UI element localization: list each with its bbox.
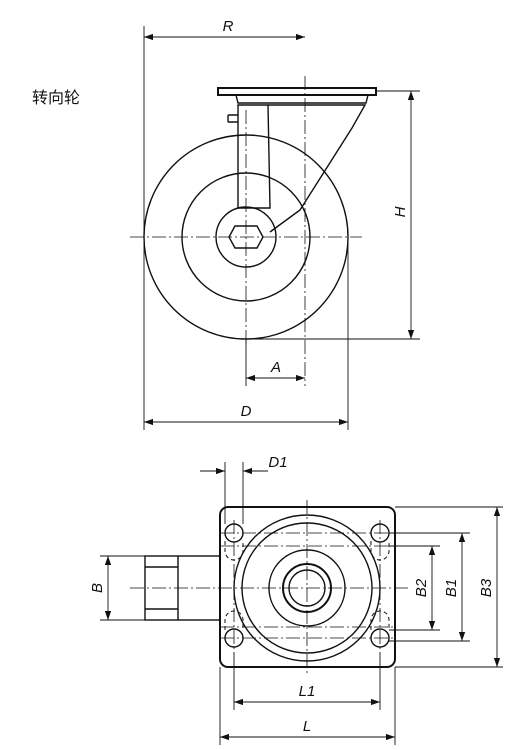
dim-h-label: H [392,206,409,217]
dim-d-label: D [241,403,252,420]
swivel-ring [235,94,369,104]
brake-tab [227,114,238,123]
fork-body [268,104,367,233]
dim-b1-label: B1 [443,579,460,597]
dim-b2-label: B2 [413,578,430,597]
dim-l-label: L [303,718,311,735]
top-view: D1 B B2 B1 B3 L1 L [89,454,503,745]
top-plate [217,87,377,96]
dim-d1-label: D1 [268,454,287,471]
dim-b3-label: B3 [478,578,495,597]
dim-l1-label: L1 [299,683,316,700]
dim-r-label: R [223,18,234,35]
dim-b-label: B [89,583,106,593]
fork-front-leg [237,104,271,209]
side-view: R H A D [130,18,420,430]
mount-plate [219,506,396,668]
dim-a-label: A [270,359,281,376]
caption-label: 转向轮 [32,88,81,107]
